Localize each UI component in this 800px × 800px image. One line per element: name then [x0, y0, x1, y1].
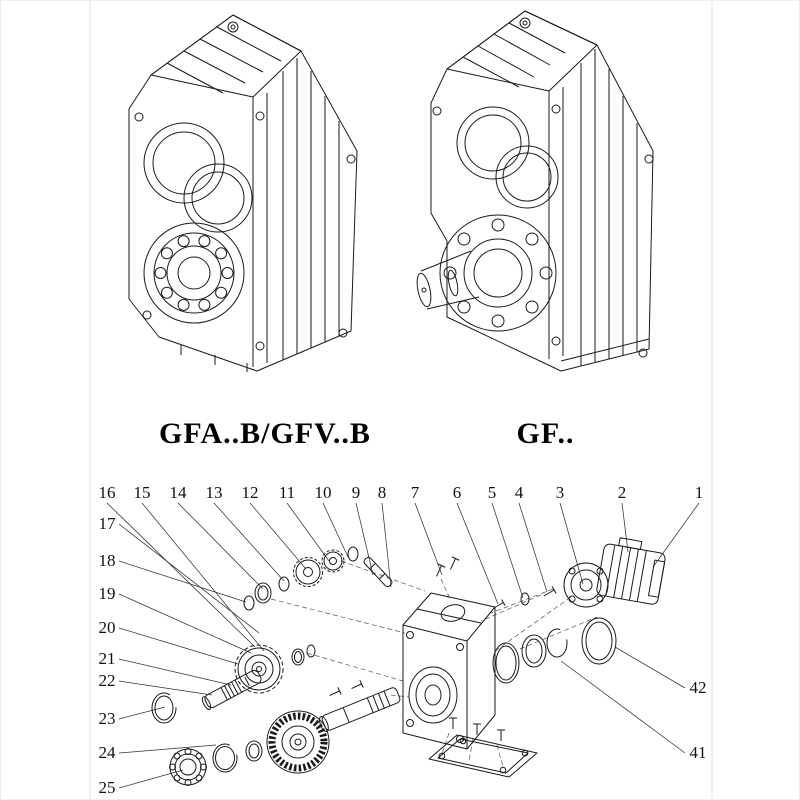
part-helical-gear [266, 710, 330, 774]
part-gasket [492, 642, 520, 684]
part-housing-bolts [436, 556, 460, 577]
part-output-bearings [521, 617, 617, 668]
callout-17: 17 [99, 514, 117, 533]
callout-14: 14 [170, 483, 188, 502]
callout-10: 10 [315, 483, 332, 502]
model-label-gf: GF.. [516, 417, 575, 450]
callout-16: 16 [99, 483, 116, 502]
callout-8: 8 [378, 483, 387, 502]
part-bottom-plate [428, 717, 538, 778]
callout-2: 2 [618, 483, 627, 502]
part-large-gear [234, 644, 316, 694]
callout-7: 7 [411, 483, 420, 502]
callout-20: 20 [99, 618, 116, 637]
leader-lines [106, 502, 700, 789]
gearbox-drawing-gfab [128, 14, 358, 372]
part-housing [402, 592, 496, 750]
part-snap-ring [212, 743, 238, 773]
callout-18: 18 [99, 551, 116, 570]
callout-6: 6 [453, 483, 462, 502]
callout-9: 9 [352, 483, 361, 502]
callout-25: 25 [99, 778, 116, 797]
callout-41: 41 [690, 743, 707, 762]
callout-5: 5 [488, 483, 497, 502]
exploded-diagram: 16 15 14 13 12 11 10 9 8 7 6 5 4 3 2 1 1… [99, 483, 707, 797]
callout-22: 22 [99, 671, 116, 690]
callout-23: 23 [99, 709, 116, 728]
callout-24: 24 [99, 743, 117, 762]
callout-numbers: 16 15 14 13 12 11 10 9 8 7 6 5 4 3 2 1 1… [99, 483, 707, 797]
part-flange-bolts [494, 586, 557, 608]
part-ball-bearing [169, 748, 207, 786]
callout-21: 21 [99, 649, 116, 668]
part-output-shaft [318, 687, 401, 733]
callout-4: 4 [515, 483, 524, 502]
part-shaft-bolts [329, 680, 364, 696]
model-label-gfab: GFA..B/GFV..B [159, 417, 371, 450]
callout-19: 19 [99, 584, 116, 603]
callout-15: 15 [134, 483, 151, 502]
page-edge-lines [89, 1, 713, 799]
callout-11: 11 [279, 483, 295, 502]
part-small-gears [293, 546, 359, 587]
part-retaining-ring-left [151, 692, 177, 724]
part-input-washers [243, 576, 290, 611]
callout-13: 13 [206, 483, 223, 502]
part-washer-bottom [245, 740, 263, 762]
part-input-shaft [363, 556, 393, 588]
callout-12: 12 [242, 483, 259, 502]
callout-42: 42 [690, 678, 707, 697]
callout-1: 1 [695, 483, 704, 502]
part-motor [563, 537, 666, 608]
part-pinion-shaft [201, 669, 262, 710]
gearbox-drawing-gf [416, 10, 654, 372]
callout-3: 3 [556, 483, 565, 502]
